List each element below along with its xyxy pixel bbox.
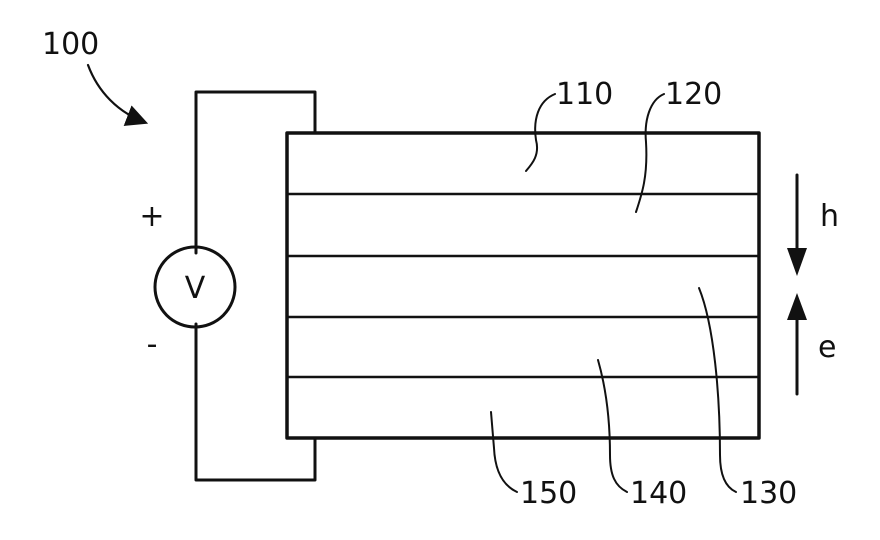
- layer-ref-110: 110: [556, 77, 613, 112]
- device-stack-outline: [287, 133, 759, 438]
- electron-label: e: [818, 330, 836, 365]
- electron-arrow-head: [787, 293, 807, 320]
- top-wire: [196, 92, 315, 253]
- hole-arrow-head: [787, 248, 807, 276]
- minus-sign: -: [147, 327, 158, 362]
- bottom-wire: [196, 324, 315, 480]
- leader-140: [598, 360, 627, 492]
- layer-ref-130: 130: [740, 476, 797, 511]
- leader-150: [491, 412, 517, 492]
- figure-ref-label: 100: [42, 27, 99, 62]
- plus-sign: +: [139, 199, 164, 234]
- layer-ref-120: 120: [665, 77, 722, 112]
- figure-ref-arrow: [88, 65, 144, 122]
- leader-130: [699, 288, 736, 492]
- layer-ref-150: 150: [520, 476, 577, 511]
- hole-label: h: [820, 199, 839, 234]
- voltage-source-symbol: V: [185, 271, 206, 306]
- layer-ref-140: 140: [630, 476, 687, 511]
